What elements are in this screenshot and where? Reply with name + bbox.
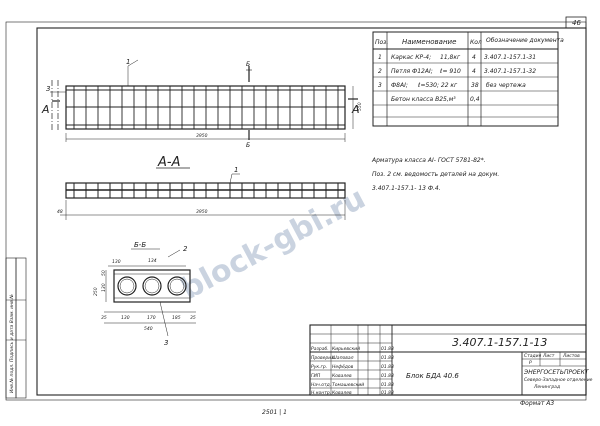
stamp-text: Инв.№ подл. Подпись и дата Взам. инв.№ <box>9 294 15 393</box>
spec-header-doc: Обозначение документа <box>486 37 564 44</box>
title-date-5: 01.88 <box>381 382 394 388</box>
spec-concrete-name: Бетон класса В25,м³ <box>391 96 456 103</box>
title-name-2: Шаповал <box>332 355 354 361</box>
spec-row-3-pos: 3 <box>378 82 382 89</box>
spec-row-2-pos: 2 <box>378 68 382 75</box>
title-date-4: 01.88 <box>381 373 394 379</box>
spec-header-name: Наименование <box>402 38 456 46</box>
cross-dim-bottom-1: 35 <box>101 315 107 321</box>
spec-header-pos: Поз. <box>375 39 388 46</box>
org-line-3: Ленинград <box>533 384 560 390</box>
title-name-3: Нефёдов <box>332 364 354 370</box>
spec-row-1-mass: 11,8кг <box>440 54 461 61</box>
spec-row-1-qty: 4 <box>472 54 476 61</box>
page-number-box <box>565 16 587 29</box>
title-role-4: ГИП <box>311 373 321 379</box>
product-name: Блок БДА 40.6 <box>406 372 459 380</box>
spec-row-3-qty: 38 <box>471 82 479 89</box>
cross-title: Б-Б <box>134 241 146 249</box>
bottom-number: 2501 | 1 <box>262 409 287 416</box>
title-date-3: 01.88 <box>381 364 394 370</box>
org-line-2: Северо-Западное отделение <box>524 377 593 383</box>
section-aa: А-А 1 48 3950 <box>57 155 346 220</box>
spec-row-2-qty: 4 <box>472 68 476 75</box>
title-role-2: Проверил <box>311 355 334 361</box>
section-dim-length: 3950 <box>196 209 208 215</box>
plan-dim-height: 550 <box>357 102 363 111</box>
format-label: Формат А3 <box>520 400 554 407</box>
left-stamp: Инв.№ подл. Подпись и дата Взам. инв.№ <box>5 257 27 399</box>
spec-row-1-doc: 3.407.1-157.1-31 <box>484 54 536 61</box>
callout-1-plan: 1 <box>126 58 130 66</box>
sheet-label: Лист <box>542 353 555 359</box>
title-name-4: Ковалев <box>332 373 352 379</box>
spec-table: Поз. Наименование Кол Обозначение докуме… <box>372 31 564 127</box>
cross-dim-bottom-2: 130 <box>121 315 130 321</box>
spec-row-1-name: Каркас КР-4; <box>391 54 431 61</box>
section-dim-left: 48 <box>57 209 63 215</box>
cross-dim-side-2: 50 <box>101 270 107 276</box>
page-number: 46 <box>572 19 581 27</box>
title-block: Разраб. Проверил Рук.гр. ГИП Нач.отд. Н.… <box>309 324 593 396</box>
section-mark-right: А <box>351 103 360 116</box>
plan-stirrups <box>73 86 339 129</box>
spec-header-qty: Кол <box>470 39 482 46</box>
spec-row-3-mass: ℓ=530; 22 кг <box>417 82 458 89</box>
doc-number: 3.407.1-157.1-13 <box>452 336 547 349</box>
note-line-2: Поз. 2 см. ведомость деталей на докум. <box>372 171 499 178</box>
cross-dim-bottom-5: 35 <box>190 315 196 321</box>
cross-dim-left: 250 <box>93 287 99 296</box>
section-mark-left: А <box>41 103 50 116</box>
note-line-1: Арматура класса АI- ГОСТ 5781-82*. <box>371 157 486 164</box>
cut-b-bottom: Б <box>246 142 250 149</box>
title-role-1: Разраб. <box>311 346 329 352</box>
spec-header-doc-text: Обозначение документа <box>486 37 564 44</box>
cross-dim-bottom-3: 170 <box>147 315 156 321</box>
plan-dim-length: 3950 <box>196 133 208 139</box>
title-name-1: Кирьевский <box>332 346 360 352</box>
title-role-3: Рук.гр. <box>311 364 327 370</box>
title-date-6: 01.88 <box>381 390 394 396</box>
spec-row-2-doc: 3.407.1-157.1-32 <box>484 68 536 75</box>
cross-section-bb: Б-Б 2 130 134 250 130 50 35 130 170 185 … <box>93 241 196 347</box>
notes: Арматура класса АI- ГОСТ 5781-82*. Поз. … <box>371 157 499 192</box>
title-date-1: 01.88 <box>381 346 394 352</box>
callout-3: 3 <box>46 85 50 93</box>
spec-concrete-qty: 0,4 <box>470 96 480 103</box>
note-line-3: 3.407.1-157.1- 13 Ф.4. <box>372 185 441 192</box>
cross-dim-side-1: 130 <box>101 283 107 292</box>
callout-1-section: 1 <box>234 166 238 174</box>
callout-2: 2 <box>183 245 188 253</box>
cross-dim-bottom-4: 185 <box>172 315 181 321</box>
cross-dim-top-1: 130 <box>112 259 121 265</box>
spec-row-2-mass: ℓ= 910 <box>439 68 461 75</box>
spec-row-1-pos: 1 <box>378 54 382 61</box>
callout-3-cross: 3 <box>164 339 168 347</box>
sheets-label: Листов <box>562 353 580 359</box>
spec-row-3-doc: без чертежа <box>486 82 526 89</box>
cross-total-width: 540 <box>144 326 153 332</box>
stage-value: Р <box>529 360 532 366</box>
cross-dim-top-2: 134 <box>148 258 157 264</box>
stage-label: Стадия <box>524 353 542 359</box>
section-stirrups <box>73 183 339 198</box>
watermark: block-gbi.ru <box>175 181 371 307</box>
org-line-1: ЭНЕРГОСЕТЬПРОЕКТ <box>523 369 590 376</box>
cut-b-top: Б <box>246 61 250 68</box>
title-role-6: Н.контр. <box>311 390 331 396</box>
section-title: А-А <box>157 155 180 170</box>
title-role-5: Нач.отд. <box>311 382 331 388</box>
plan-view: А 3 А 1 Б Б 550 3950 <box>41 58 363 149</box>
title-name-5: Томашевский <box>332 382 364 388</box>
spec-row-2-name: Петля Ф12АI; <box>391 68 433 75</box>
title-date-2: 01.88 <box>381 355 394 361</box>
spec-row-3-name: Ф8АI; <box>391 82 408 89</box>
title-name-6: Ковалев <box>332 390 352 396</box>
